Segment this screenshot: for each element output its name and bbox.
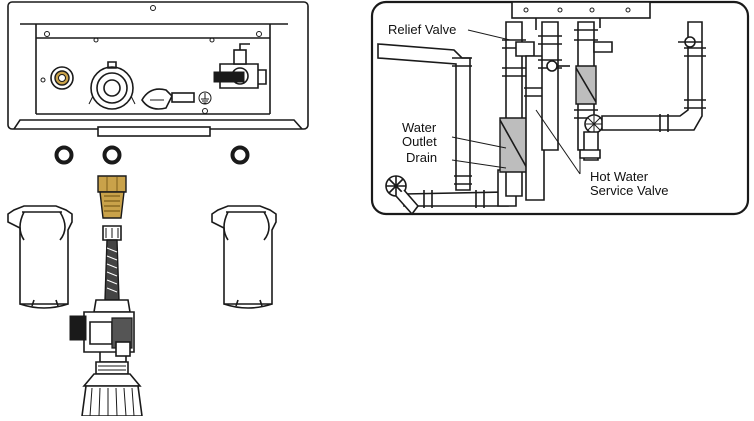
- flex-water-hose: [102, 225, 122, 301]
- label-water-outlet-2: Outlet: [402, 134, 437, 149]
- pipe-bracket-right: [211, 205, 277, 309]
- ground-symbol: [198, 91, 212, 114]
- pipe-bracket-left: [7, 205, 73, 309]
- drain-hose-end: [81, 373, 143, 417]
- gas-shutoff-valve-fitting: [213, 43, 267, 89]
- right-supply-pipe: [601, 21, 706, 132]
- drain-valve-handle: [385, 175, 420, 216]
- cold-water-supply-pipe: [377, 43, 472, 191]
- label-water-outlet-1: Water: [402, 120, 437, 135]
- label-hot-water-1: Hot Water: [590, 169, 649, 184]
- service-valve-assembly: [69, 299, 135, 375]
- washer-ring-left: [54, 145, 74, 165]
- heater-bottom-panel: [7, 1, 309, 137]
- relief-valve-body: [515, 41, 546, 201]
- water-connection-port: [88, 61, 136, 110]
- heater-unit-bottom: [511, 1, 651, 30]
- washer-ring-right: [230, 145, 250, 165]
- gas-supply-column: [574, 21, 613, 151]
- label-relief-valve: Relief Valve: [388, 22, 456, 37]
- brass-adapter-fitting: [97, 175, 127, 219]
- gas-inlet-port: [40, 66, 74, 90]
- callout-leader-lines: [451, 29, 581, 175]
- cold-water-column: [538, 21, 570, 151]
- washer-ring-center: [102, 145, 122, 165]
- power-cord-fitting: [141, 88, 195, 110]
- label-drain: Drain: [406, 150, 437, 165]
- label-hot-water-2: Service Valve: [590, 183, 669, 198]
